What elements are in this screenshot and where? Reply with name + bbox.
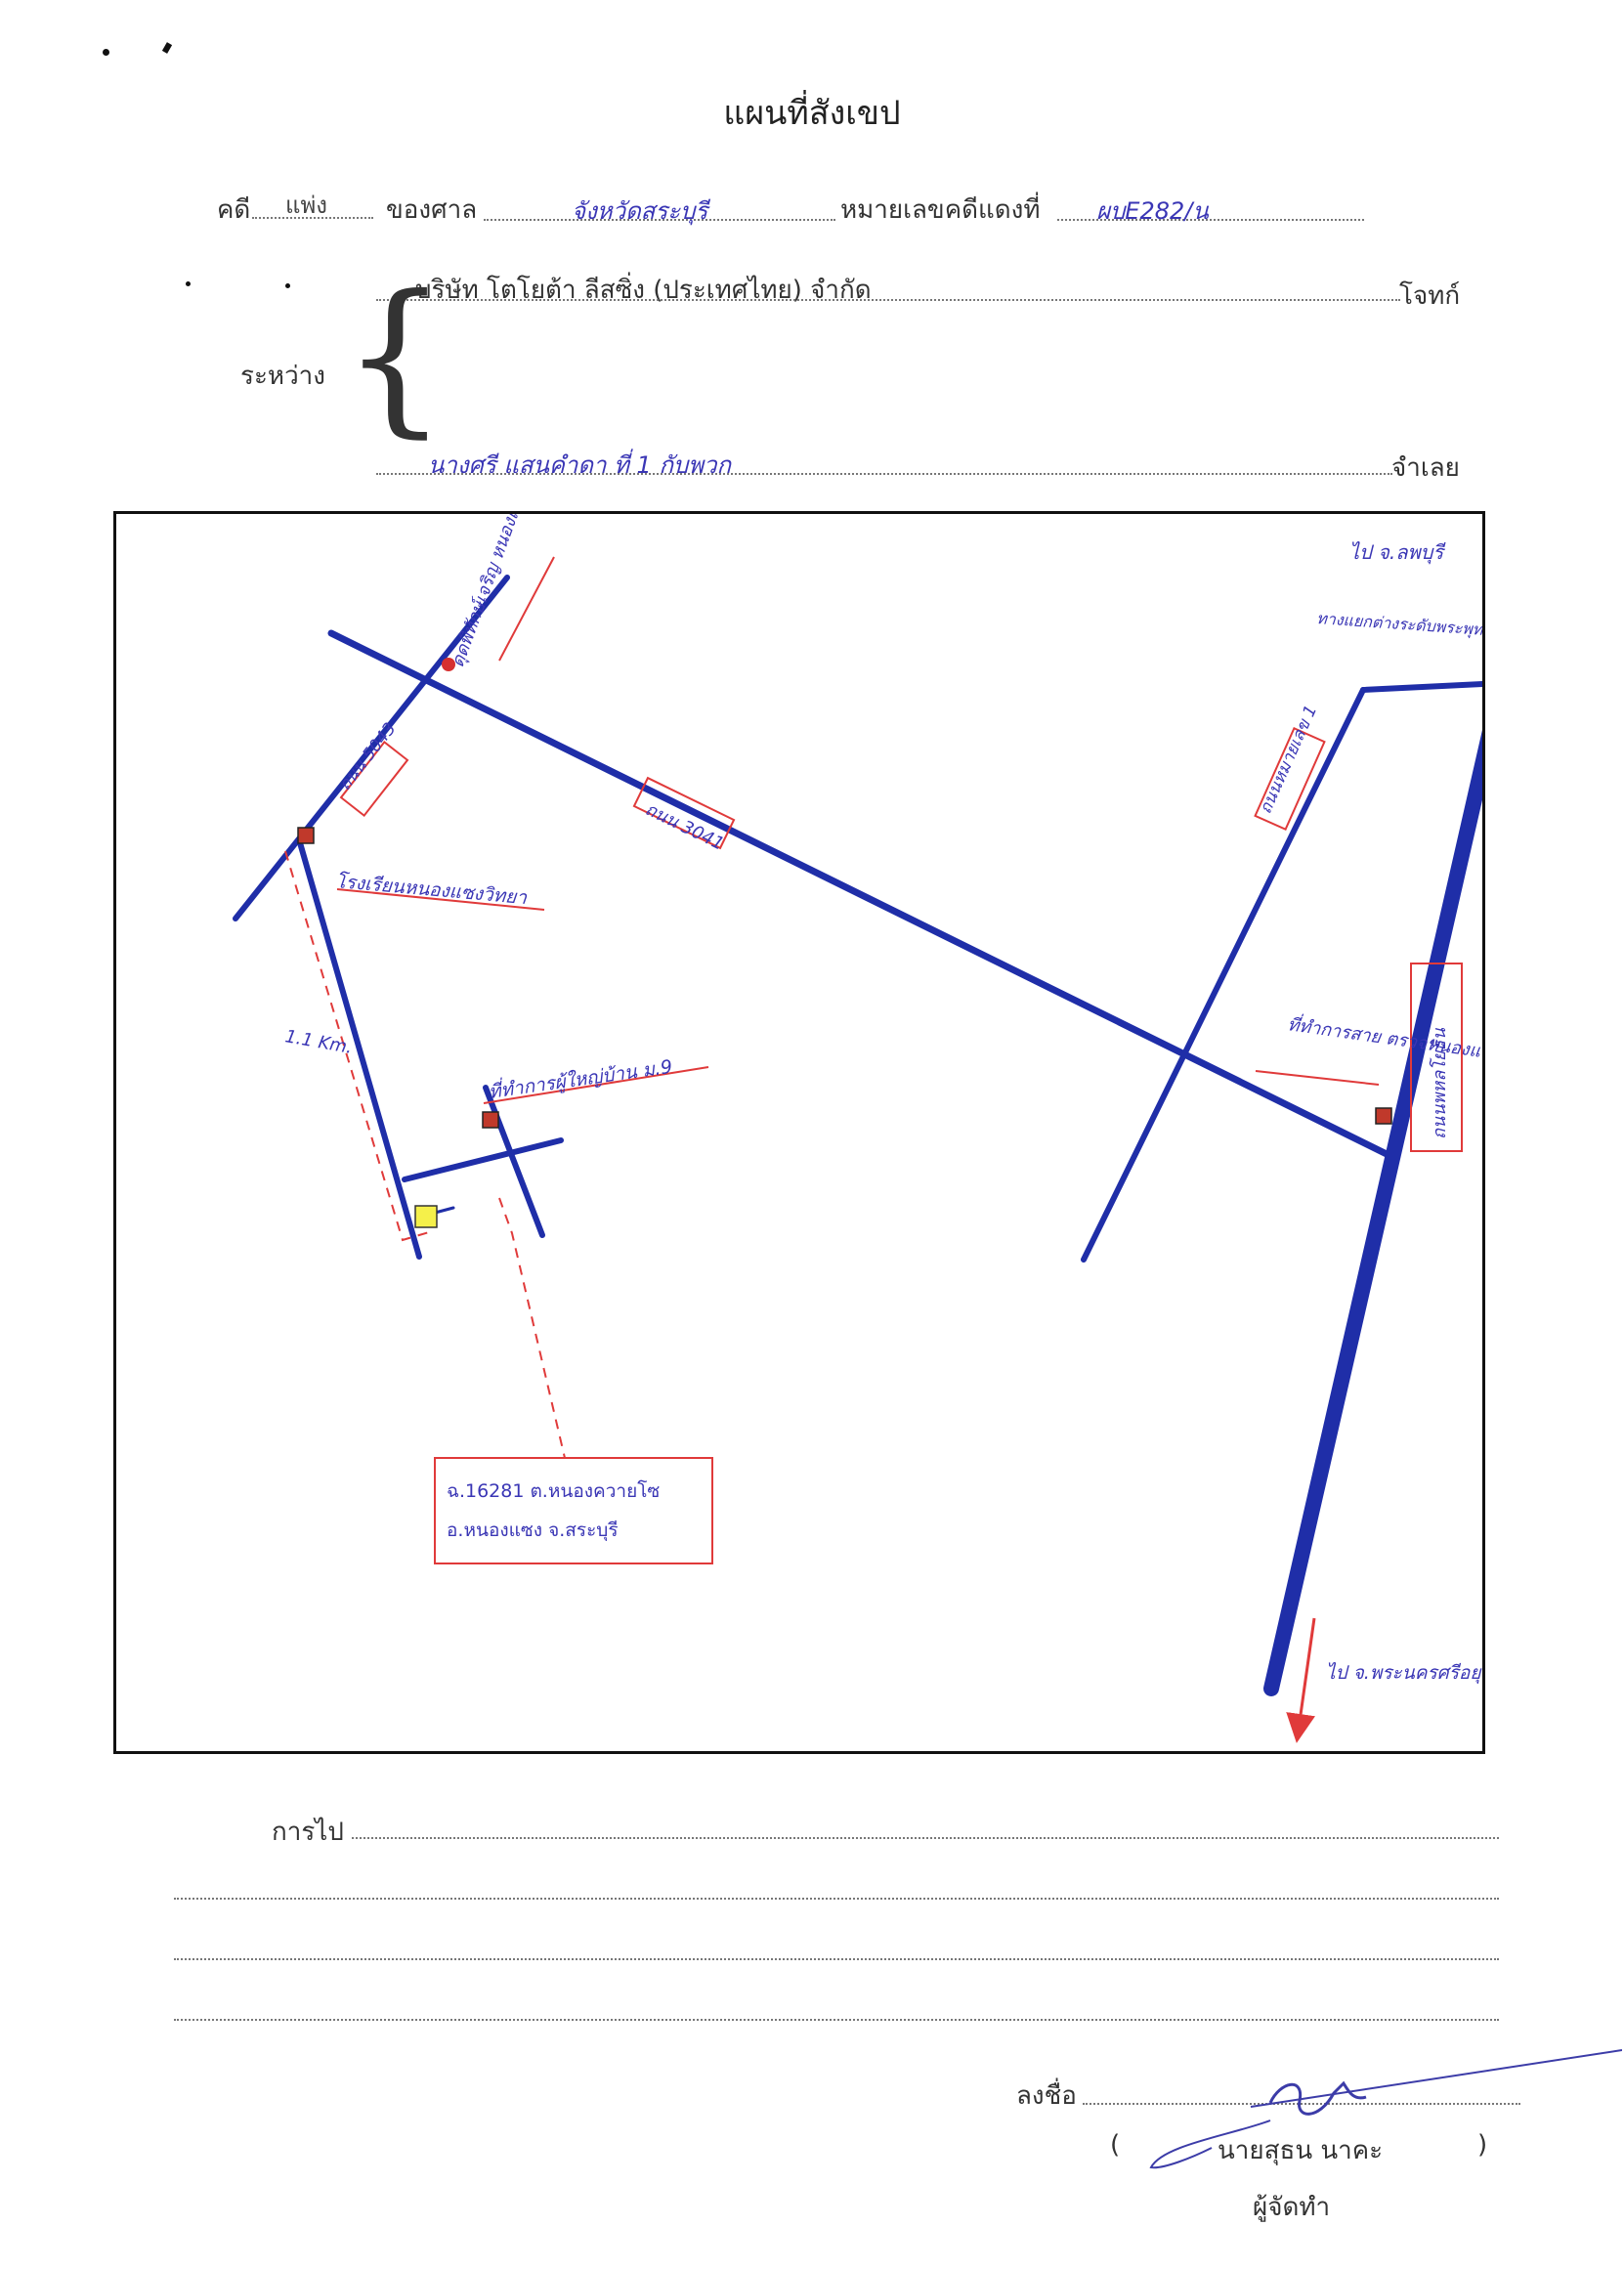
between-label: ระหว่าง: [240, 362, 325, 391]
scan-speck: [186, 281, 191, 286]
paren-open: (: [1110, 2130, 1121, 2160]
paren-close: ): [1477, 2130, 1488, 2160]
property-label-line1: ฉ.16281 ต.หนองควายโซ: [447, 1479, 660, 1502]
defendant-label: จำเลย: [1391, 453, 1460, 483]
directions-line-1: [352, 1837, 1499, 1839]
directions-line-2: [174, 1898, 1499, 1900]
village-office-underline: [483, 1066, 709, 1104]
distance-route: [284, 850, 430, 1242]
highway-label: ถนนพหลโยธิน: [1429, 1028, 1450, 1139]
court-value: จังหวัดสระบุรี: [572, 197, 708, 225]
red-case-line: [1057, 219, 1364, 221]
road-village-east: [402, 1137, 564, 1182]
to-ayutthaya-label: ไป จ.พระนครศรีอยุธยา: [1326, 1661, 1482, 1684]
map-frame: ไป จ.ลพบุรี ทางแยกต่างระดับพระพุทธฉาย(สร…: [113, 484, 1578, 1754]
village-office-marker: [482, 1111, 499, 1129]
case-label: คดี: [217, 195, 251, 225]
red-case-label: หมายเลขคดีแดงที่: [840, 195, 1041, 225]
road-village-north: [483, 1085, 545, 1238]
court-line: [484, 219, 835, 221]
road-3041: [327, 629, 1390, 1158]
directions-line-3: [174, 1958, 1499, 1960]
intersection-label: ทางแยกต่างระดับพระพุทธฉาย(สระบุรี): [1316, 609, 1482, 647]
road-5043-box: [339, 740, 409, 818]
road-route-1-east: [1360, 677, 1563, 693]
defendant-name: นางศรี แสนคำดา ที่ 1 กับพวก: [428, 451, 732, 479]
directions-label: การไป: [272, 1818, 344, 1847]
village-office-label: ที่ทำการผู้ใหญ่บ้าน ม.9: [487, 1053, 673, 1103]
scan-speck: [285, 283, 290, 288]
road-3041-box: [632, 776, 736, 850]
page-title: แผนที่สังเขป: [723, 94, 901, 133]
to-lopburi-label: ไป จ.ลพบุรี: [1349, 540, 1446, 565]
district-office-marker: [1375, 1107, 1392, 1125]
property-box: [434, 1457, 713, 1564]
plaintiff-label: โจทก์: [1399, 281, 1461, 311]
sign-label: ลงชื่อ: [1016, 2081, 1077, 2111]
district-office-underline: [1255, 1070, 1380, 1086]
road-route-1-box: [1254, 727, 1326, 831]
school-marker: [297, 827, 315, 844]
school-underline: [336, 888, 545, 911]
red-case-value: ผบE282/น: [1096, 197, 1209, 225]
road-5043: [233, 575, 510, 921]
brace-symbol: {: [342, 260, 449, 453]
highway-label-box: [1410, 963, 1463, 1152]
signature-image: [1149, 2049, 1622, 2169]
sketch-map: ไป จ.ลพบุรี ทางแยกต่างระดับพระพุทธฉาย(สร…: [233, 484, 1578, 1743]
district-office-label: ที่ทำการสาย ตรวจหนองแซง: [1286, 1011, 1482, 1065]
temple-underline: [498, 556, 555, 662]
signer-role: ผู้จัดทำ: [1253, 2193, 1331, 2222]
property-label-line2: อ.หนองแซง จ.สระบุรี: [447, 1520, 619, 1542]
defendant-line: [376, 473, 1392, 475]
plaintiff-line: [376, 299, 1400, 301]
case-type-line: [252, 217, 373, 219]
signer-name: นายสุธน นาคะ: [1218, 2136, 1384, 2165]
plaintiff-name: บริษัท โตโยต้า ลีสซิ่ง (ประเทศไทย) จำกัด: [415, 276, 872, 305]
arrow-to-ayutthaya: [1286, 1617, 1316, 1743]
road-school-south: [296, 836, 422, 1260]
property-pointer: [498, 1197, 566, 1459]
court-label: ของศาล: [386, 195, 478, 225]
road-route-1: [1081, 687, 1366, 1263]
temple-label: ดุดพิทักษ์เจริญ หนองแซง: [448, 514, 532, 670]
property-marker: [414, 1205, 438, 1228]
temple-marker: [442, 658, 455, 671]
signature-line: [1083, 2103, 1520, 2105]
school-label: โรงเรียนหนองแซงวิทยา: [335, 870, 530, 909]
case-type-value: แพ่ง: [285, 192, 328, 219]
distance-label: 1.1 Km.: [283, 1026, 354, 1058]
directions-line-4: [174, 2019, 1499, 2021]
scan-speck: [161, 42, 173, 54]
scan-speck: [103, 49, 109, 56]
